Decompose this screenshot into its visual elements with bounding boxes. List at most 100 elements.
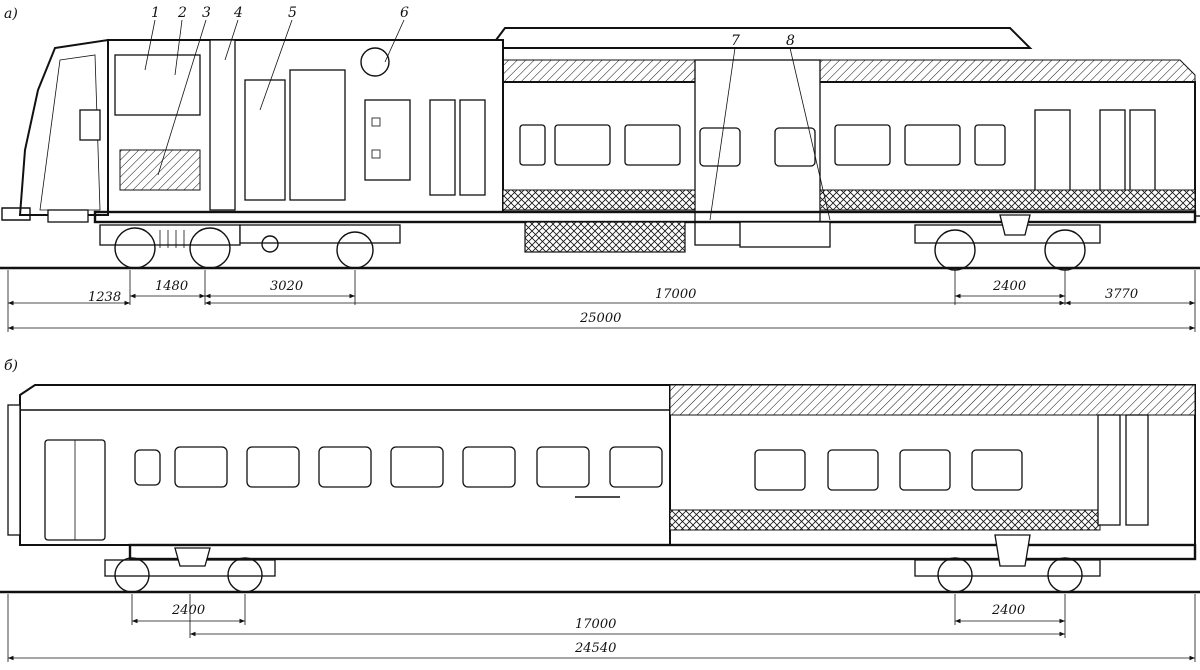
wheel [1047, 557, 1083, 593]
electrical-cabinet [364, 99, 411, 181]
wheel [189, 227, 231, 269]
wheel [227, 557, 263, 593]
dim-1480: 1480 [155, 279, 188, 294]
dim-3770: 3770 [1105, 287, 1138, 302]
subfigure-label-b: б) [4, 358, 18, 374]
rear-door-leaf-b [1097, 414, 1121, 526]
side-window-b [174, 446, 228, 488]
cab-nose-inner [39, 54, 101, 211]
exhaust-stack [209, 39, 236, 211]
window-small [134, 449, 161, 486]
bolster [994, 534, 1031, 567]
callout-3: 3 [202, 5, 211, 21]
dim-3020: 3020 [270, 279, 303, 294]
callout-6: 6 [400, 5, 409, 21]
subfigure-label-a: а) [4, 6, 18, 22]
callout-leader [224, 19, 239, 61]
callout-leader [157, 19, 207, 176]
floor-section [502, 189, 696, 211]
view-a-motor-car: а) [0, 5, 1200, 332]
interior-window [754, 449, 806, 491]
side-window-b [390, 446, 444, 488]
floor-section [819, 189, 1196, 211]
engine-block-upper [114, 54, 201, 116]
dim-17000-b: 17000 [575, 617, 616, 632]
cabinet-detail [371, 149, 381, 159]
dim-2400-b-right: 2400 [991, 603, 1025, 618]
dimensions-b [7, 594, 1196, 662]
dim-1238: 1238 [88, 290, 121, 305]
side-window-small [519, 124, 546, 166]
door-leaf [459, 99, 486, 196]
callout-leader [789, 47, 831, 221]
callout-leader [259, 19, 293, 111]
callout-7: 7 [731, 33, 740, 49]
callout-5: 5 [288, 5, 297, 21]
side-window-b [246, 446, 300, 488]
bogie-frame [99, 224, 241, 246]
wheel [114, 227, 156, 269]
side-window-small [974, 124, 1006, 166]
trailer-bogie-left [104, 547, 276, 593]
underfloor-tank [739, 221, 831, 248]
dim-2400-b-left: 2400 [171, 603, 205, 618]
side-window-b [609, 446, 663, 488]
side-window [624, 124, 681, 166]
underframe-b [128, 543, 1197, 561]
wheel [937, 557, 973, 593]
end-gangway [7, 404, 21, 536]
side-window [834, 124, 891, 166]
callout-leader [144, 19, 156, 71]
rear-bogie-a [914, 214, 1101, 271]
trailer-bogie-right [914, 534, 1101, 593]
bolster [174, 547, 211, 567]
underfloor-equipment [524, 221, 686, 253]
cabinet-detail [371, 117, 381, 127]
rear-door-leaf [1099, 109, 1126, 196]
callout-8: 8 [786, 33, 795, 49]
dimensions-a [7, 270, 1196, 332]
coupler-front [1, 207, 31, 221]
dim-25000: 25000 [579, 311, 621, 326]
power-bogie [239, 224, 401, 269]
cooling-unit [244, 79, 286, 201]
dim-24540: 24540 [574, 641, 616, 656]
wheel [336, 231, 374, 269]
callout-leaders [144, 19, 831, 221]
callout-1: 1 [151, 5, 160, 21]
gear-unit [261, 235, 279, 253]
buffer-plate [47, 209, 89, 223]
floor-section-b [669, 509, 1101, 531]
spring-set [159, 230, 185, 248]
rear-door-leaf [1129, 109, 1156, 196]
roof-equipment-a [488, 27, 1033, 49]
side-window [904, 124, 961, 166]
interior-window [899, 449, 951, 491]
rear-door-leaf-b [1125, 414, 1149, 526]
cab-window [79, 109, 101, 141]
callout-2: 2 [177, 5, 187, 21]
auxiliary-equipment [289, 69, 346, 201]
rear-door [1034, 109, 1071, 196]
engine-block-lower [119, 149, 201, 191]
interior-window [827, 449, 879, 491]
dim-2400-a: 2400 [992, 279, 1026, 294]
callout-leader [174, 19, 183, 76]
front-bogie [99, 224, 241, 269]
callout-leader [709, 47, 736, 221]
bogie-frame [239, 224, 401, 244]
callout-4: 4 [233, 5, 243, 21]
callout-leader [384, 19, 405, 63]
side-window [554, 124, 611, 166]
door-leaf [429, 99, 456, 196]
side-window-b [462, 446, 516, 488]
vestibule-window [699, 127, 741, 167]
dim-17000-a: 17000 [655, 287, 696, 302]
vestibule-window [774, 127, 816, 167]
view-b-trailer-car: б) [0, 358, 1200, 662]
blower-fan [360, 47, 390, 77]
wheel [114, 557, 150, 593]
roof-section-b [669, 384, 1196, 416]
bolster [999, 214, 1031, 236]
